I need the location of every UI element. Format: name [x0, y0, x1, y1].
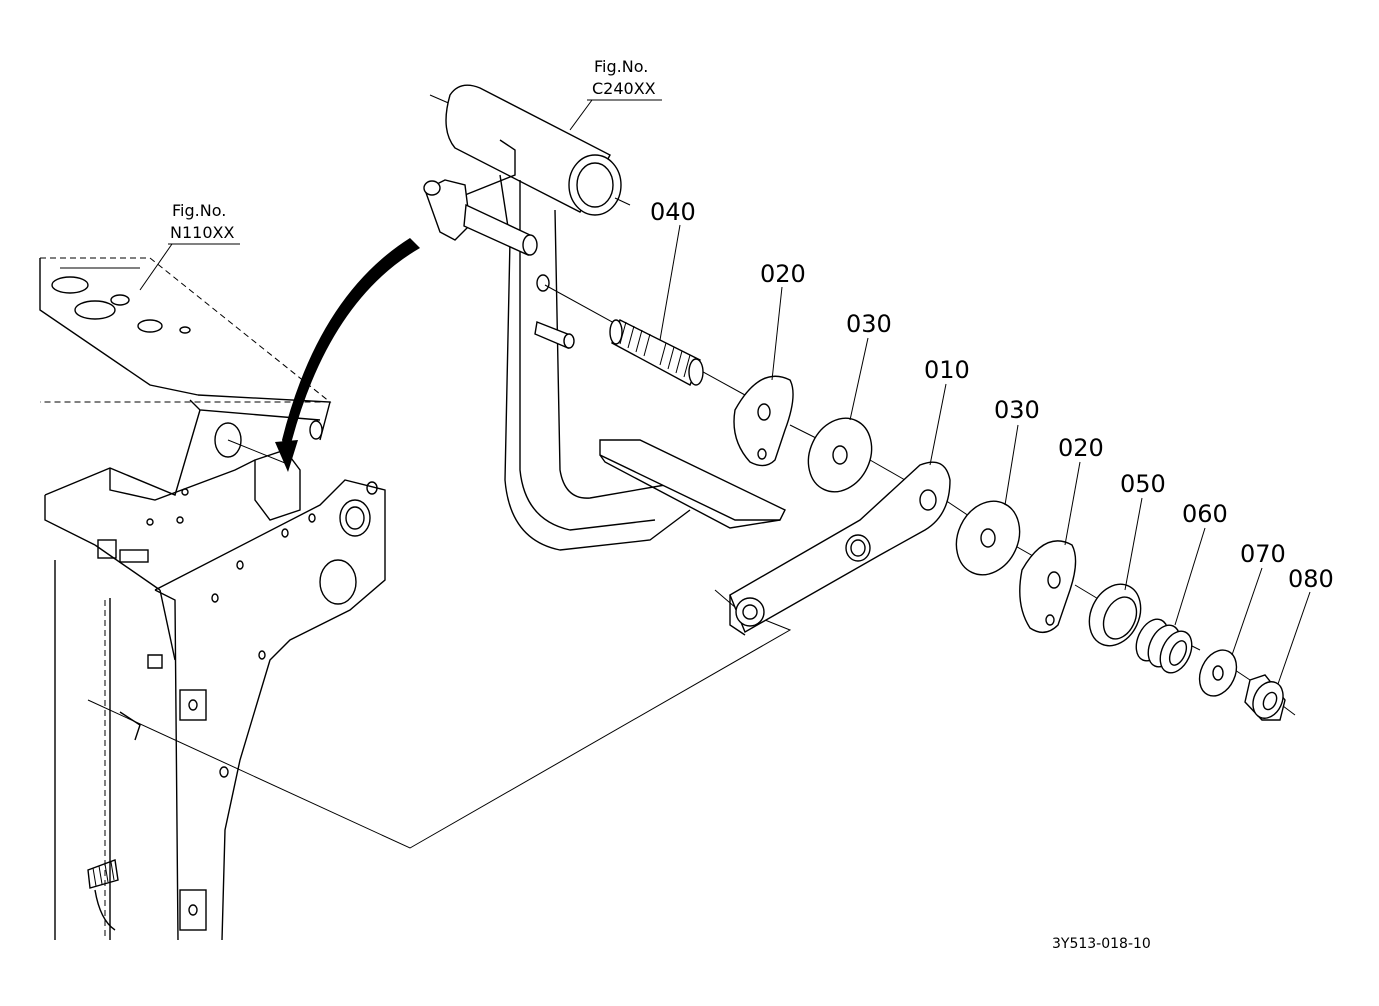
- fig-ref-label: Fig.No.: [172, 201, 226, 220]
- drawing-number: 3Y513-018-10: [1052, 936, 1151, 952]
- part-label-050: 050: [1120, 470, 1166, 498]
- chassis-frame: [39, 257, 792, 941]
- part-050-collar: [1088, 583, 1142, 647]
- part-080-nut: [1244, 674, 1286, 721]
- part-label-020: 020: [1058, 434, 1104, 462]
- part-label-070: 070: [1240, 540, 1286, 568]
- fig-ref-code: N110XX: [170, 223, 234, 242]
- part-label-080: 080: [1288, 565, 1334, 593]
- part-label-030: 030: [994, 396, 1040, 424]
- part-040-stud: [609, 319, 704, 386]
- part-020-plate-lower: [1019, 540, 1077, 633]
- part-070-washer: [1198, 649, 1238, 697]
- figure-ref-n110xx: Fig.No. N110XX: [170, 201, 234, 242]
- part-010-lever: [729, 461, 951, 636]
- part-label-030: 030: [846, 310, 892, 338]
- fig-ref-label: Fig.No.: [594, 57, 648, 76]
- leader-lines: [139, 99, 1311, 685]
- figure-ref-c240xx: Fig.No. C240XX: [592, 57, 656, 98]
- fig-ref-code: C240XX: [592, 79, 656, 98]
- assembly-arrow: [275, 238, 420, 472]
- part-label-010: 010: [924, 356, 970, 384]
- part-060-spring: [1135, 618, 1193, 674]
- part-030-washer-upper: [807, 417, 873, 493]
- part-label-020: 020: [760, 260, 806, 288]
- part-030-washer-lower: [955, 500, 1021, 576]
- brake-pedal: [423, 84, 786, 551]
- part-020-plate-upper: [733, 375, 794, 467]
- part-label-040: 040: [650, 198, 696, 226]
- part-label-060: 060: [1182, 500, 1228, 528]
